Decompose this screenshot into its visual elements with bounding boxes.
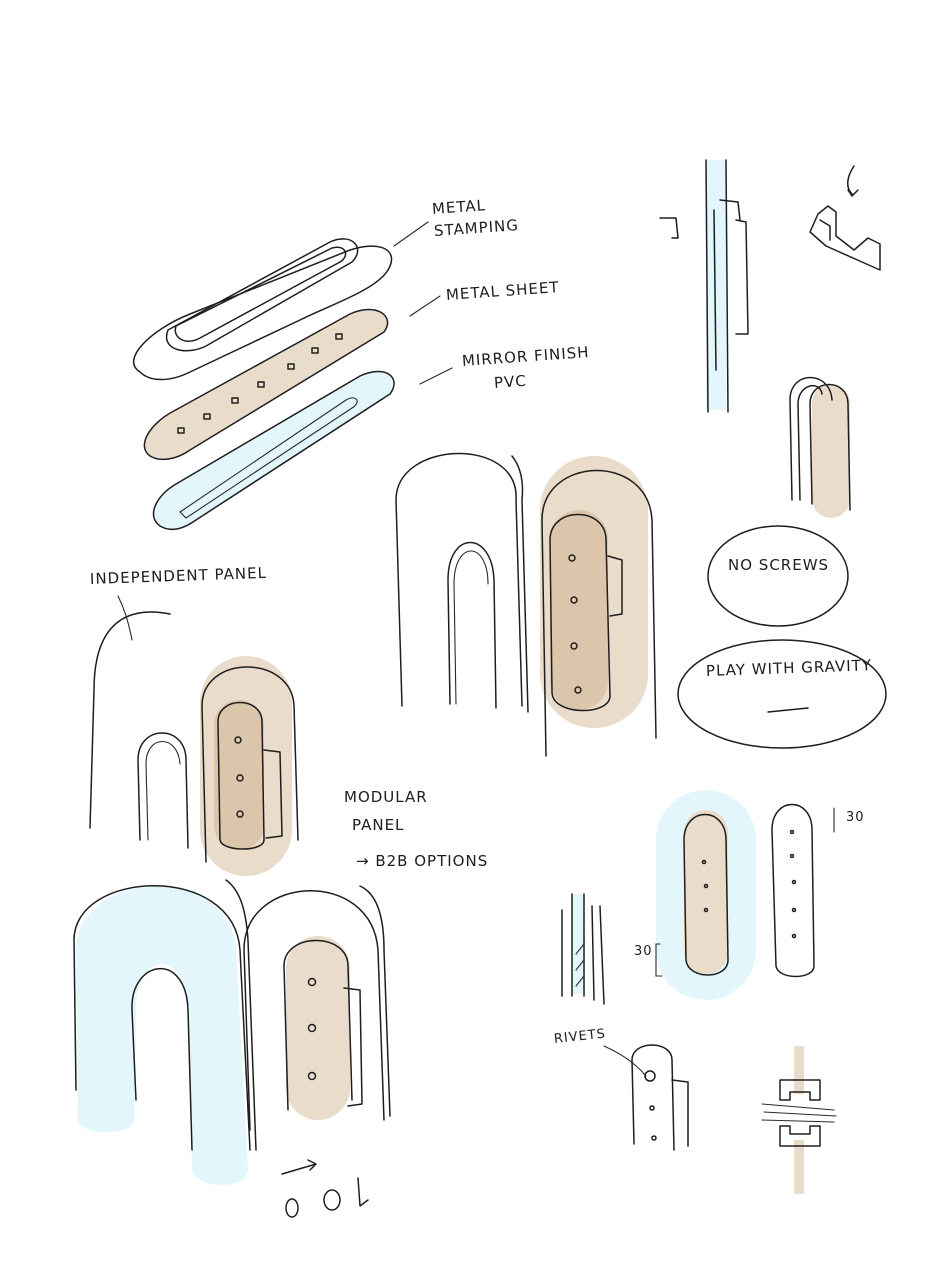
pill-panel-front xyxy=(655,790,756,1000)
rivet-holes-row xyxy=(177,333,343,434)
pill-panel-outline xyxy=(771,803,835,978)
b2b-options-text: B2B OPTIONS xyxy=(375,852,489,870)
bubble-no-screws xyxy=(707,525,849,627)
exploded-layer-drawing xyxy=(133,221,453,531)
label-b2b-options: → B2B OPTIONS xyxy=(356,852,488,870)
modular-arch-panel-sketch xyxy=(73,879,391,1185)
label-no-screws: NO SCREWS xyxy=(728,556,830,574)
arrow-glyph: → xyxy=(356,852,376,870)
joint-section-sketch xyxy=(761,1046,837,1194)
rolling-arrow-sketch xyxy=(281,1159,369,1218)
independent-panel-sketch xyxy=(89,595,299,876)
label-panel: PANEL xyxy=(352,816,405,834)
dimension-30-left: 30 xyxy=(634,944,653,959)
rivet-detail-sketch xyxy=(603,1044,689,1151)
label-pvc: PVC xyxy=(493,371,528,392)
clip-section-sketch xyxy=(659,159,749,413)
bubble-play-with-gravity xyxy=(677,639,887,749)
hanging-panel-sketch xyxy=(789,376,851,518)
slot-section-sketch xyxy=(561,893,605,1005)
label-metal-stamping-line1: METAL xyxy=(431,196,487,218)
label-modular: MODULAR xyxy=(344,788,428,806)
arch-panel-large xyxy=(395,452,657,757)
bracket-3d-sketch xyxy=(809,165,881,271)
dimension-30-right: 30 xyxy=(846,810,865,825)
